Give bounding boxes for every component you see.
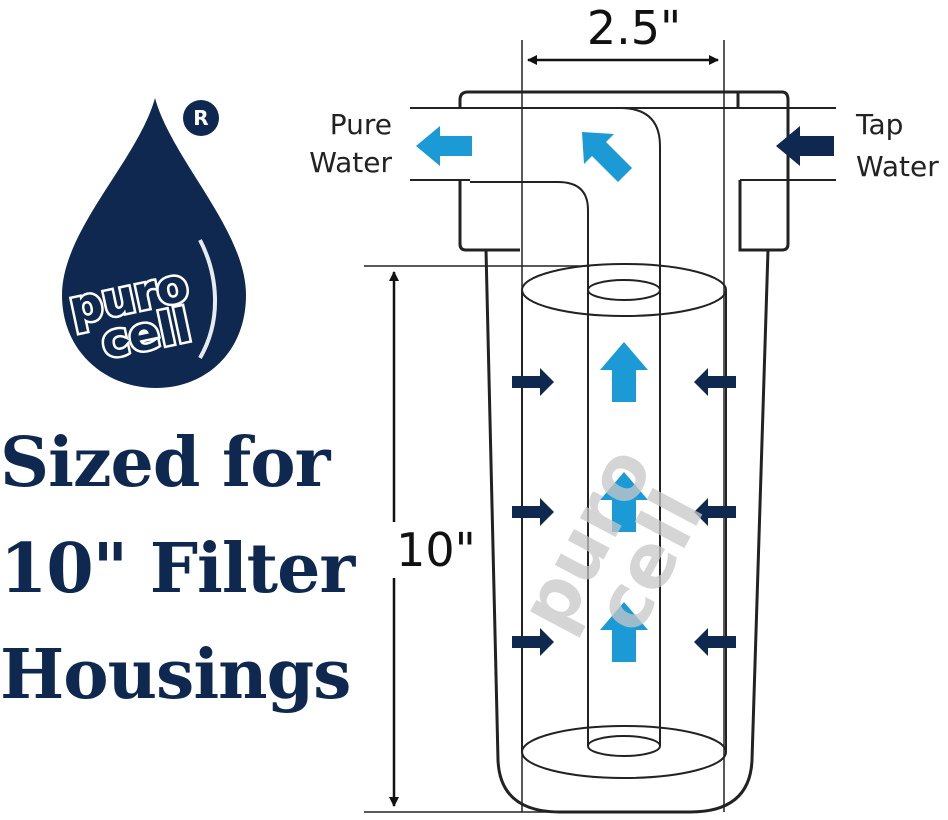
outlet-label-line-2: Water xyxy=(309,146,392,179)
inflow-arrows-right xyxy=(694,368,736,656)
arrow-left-icon xyxy=(416,126,472,166)
registered-mark-icon xyxy=(183,100,219,136)
inlet-label-line-2: Water xyxy=(856,150,939,183)
inlet-label-line-1: Tap xyxy=(855,108,903,141)
filter-housing-diagram: 2.5" 10" Pure Water Tap Water puro cell xyxy=(309,1,939,814)
cartridge-top xyxy=(521,263,727,317)
arrow-up-icon xyxy=(600,342,648,402)
width-dimension-label: 2.5" xyxy=(587,1,681,55)
cartridge-bottom xyxy=(521,725,727,779)
arrow-left-icon xyxy=(694,628,736,656)
arrow-left-icon xyxy=(694,498,736,526)
tube-top xyxy=(587,279,661,301)
drop-highlight xyxy=(198,239,217,360)
inflow-arrows-left xyxy=(512,368,554,656)
center-tube xyxy=(470,107,661,746)
headline-line-2: 10" Filter xyxy=(0,529,355,609)
purocell-logo: R puro cell xyxy=(62,98,246,388)
arrow-right-icon xyxy=(512,368,554,396)
arrow-up-icon xyxy=(600,472,648,532)
arrow-left-icon xyxy=(776,126,834,166)
water-drop-icon xyxy=(62,98,246,388)
arrow-up-icon xyxy=(600,602,648,662)
headline-line-1: Sized for xyxy=(0,423,330,503)
arrow-right-icon xyxy=(512,498,554,526)
housing-bowl xyxy=(484,248,770,814)
upflow-arrows xyxy=(600,342,648,662)
headline: Sized for 10" Filter Housings xyxy=(0,410,360,728)
tube-bottom xyxy=(587,735,661,757)
height-label-backdrop xyxy=(390,522,478,578)
arrow-right-icon xyxy=(512,628,554,656)
outlet-label-line-1: Pure xyxy=(330,108,392,141)
housing-cap xyxy=(458,90,790,252)
tube-joint xyxy=(587,250,661,290)
arrow-up-left-icon xyxy=(582,132,632,182)
arrow-left-icon xyxy=(694,368,736,396)
registered-mark: R xyxy=(193,106,208,130)
height-dimension-label: 10" xyxy=(396,523,476,577)
headline-line-3: Housings xyxy=(0,635,351,715)
